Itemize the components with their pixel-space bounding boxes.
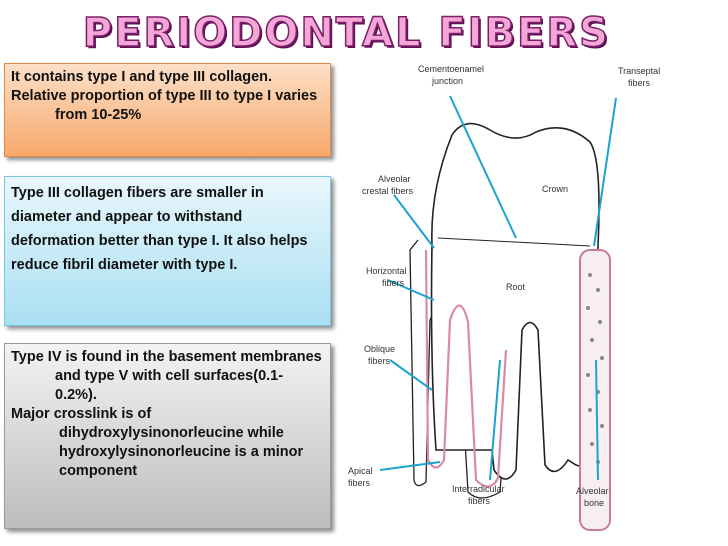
label-alveolar-crest-1: Alveolar <box>378 174 411 184</box>
crosslink-detail-text: dihydroxylysinonorleucine while hydroxyl… <box>59 425 304 479</box>
label-root: Root <box>506 282 526 292</box>
page-title: PERIODONTAL FIBERS <box>0 9 728 57</box>
label-apical-1: Apical <box>348 466 373 476</box>
label-alveolar-bone-2: bone <box>584 498 604 508</box>
label-transeptal-1: Transeptal <box>618 66 660 76</box>
label-cej-2: junction <box>431 76 463 86</box>
label-oblique-1: Oblique <box>364 344 395 354</box>
title-text: PERIODONTAL FIBERS <box>82 9 610 57</box>
info-box-type-iii: Type III collagen fibers are smaller in … <box>4 176 331 326</box>
periodontal-ligament <box>424 249 508 488</box>
label-crown: Crown <box>542 184 568 194</box>
tooth-diagram: Cementoenamel junction Transeptal fibers… <box>348 64 660 531</box>
interdental-bone <box>579 249 611 531</box>
label-alveolar-bone-1: Alveolar <box>576 486 609 496</box>
label-apical-2: fibers <box>348 478 371 488</box>
label-horizontal-2: fibers <box>382 278 405 288</box>
label-cej-1: Cementoenamel <box>418 64 484 74</box>
type-iv-v-text: Type IV is found in the basement membran… <box>11 349 322 403</box>
info-box-crosslinks: Type IV is found in the basement membran… <box>4 343 331 529</box>
crosslink-intro-text: Major crosslink is of <box>11 406 152 422</box>
collagen-proportion-text: Relative proportion of type III to type … <box>11 88 318 123</box>
label-transeptal-2: fibers <box>628 78 651 88</box>
label-alveolar-crest-2: crestal fibers <box>362 186 414 196</box>
label-horizontal-1: Horizontal <box>366 266 407 276</box>
label-interradicular-1: Interradicular <box>452 484 505 494</box>
tooth-outline <box>430 122 600 480</box>
label-interradicular-2: fibers <box>468 496 491 506</box>
collagen-types-text: It contains type I and type III collagen… <box>11 69 273 85</box>
label-oblique-2: fibers <box>368 356 391 366</box>
type-iii-text: Type III collagen fibers are smaller in … <box>11 185 308 273</box>
info-box-collagen-types: It contains type I and type III collagen… <box>4 63 331 157</box>
